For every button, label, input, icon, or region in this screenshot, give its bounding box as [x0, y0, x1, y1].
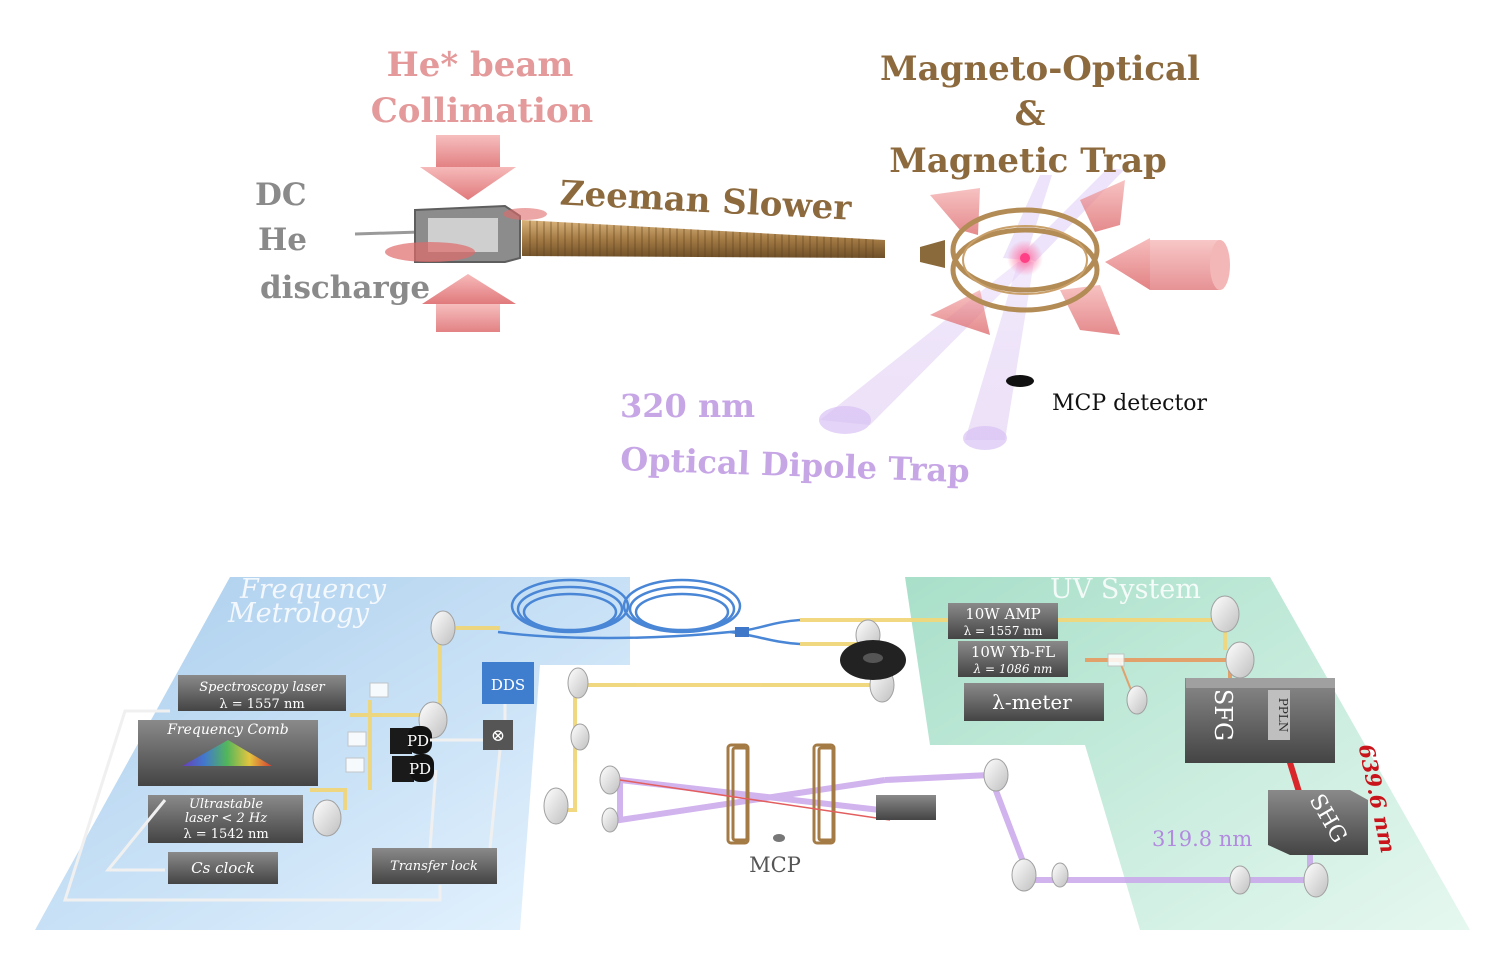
mot-label-line1: Magneto-Optical [880, 49, 1200, 89]
beam-couplers [345, 653, 1125, 773]
svg-text:λ = 1086 nm: λ = 1086 nm [973, 662, 1053, 676]
discharge-label-line1: DC [255, 177, 307, 213]
frequency-metrology-title-line2: Metrology [227, 598, 370, 629]
transfer-lock-box: Transfer lock [372, 848, 497, 884]
svg-text:DDS: DDS [491, 676, 525, 694]
frequency-metrology-panel [35, 577, 630, 930]
mixer-box: ⊗ [483, 720, 513, 750]
svg-text:SFG: SFG [1209, 689, 1237, 741]
svg-text:10W Yb-FL: 10W Yb-FL [971, 643, 1055, 661]
frequency-comb-box: Frequency Comb [138, 720, 318, 786]
discharge-source [354, 204, 547, 263]
electrical-wires [62, 704, 507, 902]
collimation-arrow-down [420, 135, 516, 200]
spectroscopy-laser-box: Spectroscopy laser λ = 1557 nm [178, 675, 346, 712]
svg-text:Transfer lock: Transfer lock [390, 859, 478, 874]
svg-text:PPLN: PPLN [1276, 698, 1290, 733]
svg-text:Ultrastable: Ultrastable [189, 797, 263, 812]
svg-text:laser < 2 Hz: laser < 2 Hz [185, 811, 267, 826]
mirrors [312, 595, 1329, 898]
svg-text:⊗: ⊗ [491, 726, 505, 746]
svg-text:PD: PD [407, 732, 429, 750]
svg-text:λ = 1542 nm: λ = 1542 nm [183, 827, 268, 842]
lambda-meter-box: λ-meter [964, 683, 1104, 721]
odt-label-line1: 320 nm [620, 387, 755, 425]
svg-text:10W AMP: 10W AMP [965, 605, 1041, 623]
uv-wavelength-label: 319.8 nm [1152, 827, 1252, 851]
camera [876, 795, 936, 820]
svg-text:Frequency Comb: Frequency Comb [166, 722, 289, 738]
svg-text:λ = 1557 nm: λ = 1557 nm [219, 697, 304, 712]
mcp-detector-label: MCP detector [1052, 391, 1208, 416]
frequency-metrology-title-line1: Frequency [239, 574, 387, 605]
pd-upper: PD [390, 726, 432, 754]
cs-clock-box: Cs clock [168, 852, 278, 884]
svg-text:Cs clock: Cs clock [191, 859, 255, 877]
pd-lower: PD [392, 754, 434, 782]
discharge-label-line2: He [258, 222, 307, 258]
comb-spectrum [182, 740, 272, 766]
collimation-label-line2: Collimation [371, 91, 594, 131]
zeeman-slower-tube [522, 220, 885, 258]
shg-box: SHG [1268, 790, 1368, 855]
mot-label-line2: & [1015, 94, 1046, 134]
amp-box: 10W AMP λ = 1557 nm [948, 603, 1058, 639]
sfg-box: SFG PPLN [1185, 678, 1335, 763]
mcp-detector-disk [1006, 375, 1034, 387]
svg-text:PD: PD [409, 760, 431, 778]
uv-system-title: UV System [1050, 574, 1201, 605]
collimation-label-line1: He* beam [387, 45, 574, 85]
mot-apparatus [819, 168, 1230, 450]
vacuum-beam-cross [619, 779, 891, 821]
svg-text:λ-meter: λ-meter [992, 690, 1072, 714]
zeeman-slower-label: Zeeman Slower [559, 173, 853, 228]
svg-text:Spectroscopy laser: Spectroscopy laser [199, 680, 325, 695]
collimation-arrow-up [422, 274, 516, 332]
mcp-small-disk [773, 834, 785, 842]
mot-label-line3: Magnetic Trap [889, 141, 1167, 181]
mcp-label: MCP [749, 853, 801, 877]
fiber-coupler [735, 627, 749, 637]
vacuum-coils [726, 743, 836, 845]
dds-box: DDS [482, 662, 534, 704]
odt-label-line2: Optical Dipole Trap [620, 440, 971, 490]
svg-text:λ = 1557 nm: λ = 1557 nm [964, 624, 1043, 638]
chopper-wheel [840, 640, 906, 680]
discharge-label-line3: discharge [260, 270, 430, 306]
ybfl-box: 10W Yb-FL λ = 1086 nm [958, 641, 1068, 677]
ultrastable-laser-box: Ultrastable laser < 2 Hz λ = 1542 nm [148, 795, 303, 843]
